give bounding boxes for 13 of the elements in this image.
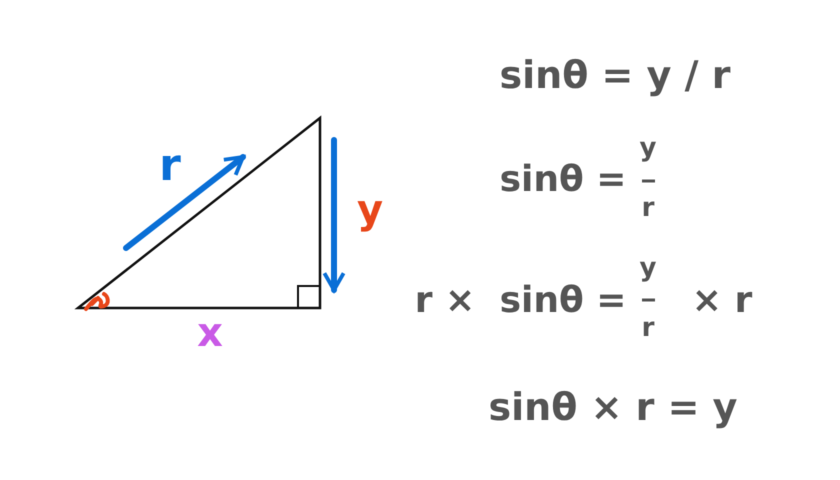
- denominator: r: [642, 315, 654, 341]
- formula: sinθ =: [500, 283, 626, 319]
- side-label: y: [356, 190, 384, 230]
- formula: sinθ =: [500, 162, 626, 198]
- formula: sinθ × r = y: [488, 388, 738, 426]
- side-label: r: [159, 144, 181, 188]
- formula: r ×: [414, 283, 476, 319]
- numerator: y: [640, 255, 656, 281]
- formula: × r: [692, 283, 752, 319]
- denominator: r: [642, 195, 654, 221]
- numerator: y: [640, 135, 656, 161]
- formula: sinθ = y / r: [500, 56, 730, 94]
- side-label: x: [197, 313, 223, 353]
